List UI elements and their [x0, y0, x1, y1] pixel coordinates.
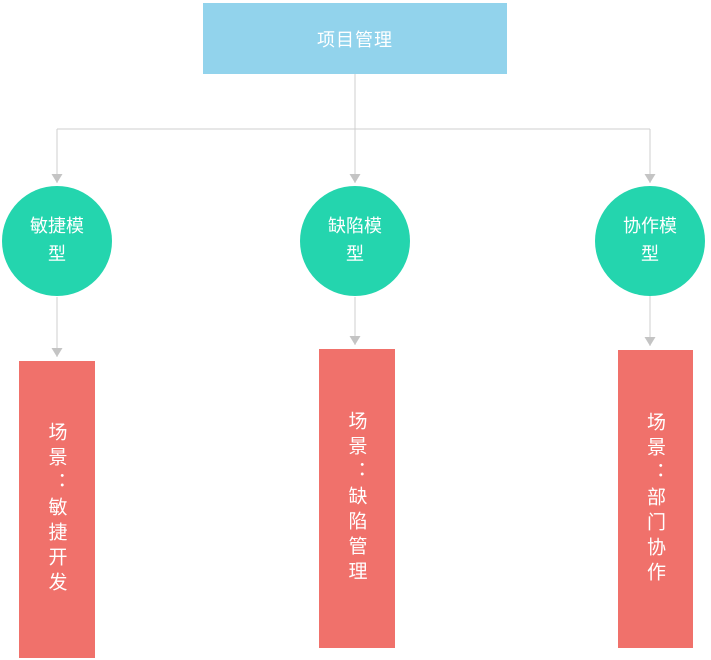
model-node-label: 敏捷模型	[30, 216, 84, 265]
scenario-node-label: 场景：部门协作	[644, 411, 666, 587]
model-node-label: 协作模型	[623, 216, 677, 265]
root-node-project-management: 项目管理	[203, 3, 507, 74]
root-node-label: 项目管理	[317, 29, 393, 51]
scenario-node-label: 场景：敏捷开发	[45, 422, 68, 597]
scenario-node-defect-mgmt: 场景：缺陷管理	[319, 349, 395, 648]
model-node-defect: 缺陷模型	[300, 186, 410, 296]
model-node-collaboration: 协作模型	[595, 186, 705, 296]
scenario-node-agile-dev: 场景：敏捷开发	[19, 361, 95, 658]
scenario-node-dept-collab: 场景：部门协作	[618, 350, 693, 648]
scenario-node-label: 场景：缺陷管理	[345, 411, 368, 586]
model-node-label: 缺陷模型	[328, 216, 382, 265]
model-node-agile: 敏捷模型	[2, 186, 112, 296]
